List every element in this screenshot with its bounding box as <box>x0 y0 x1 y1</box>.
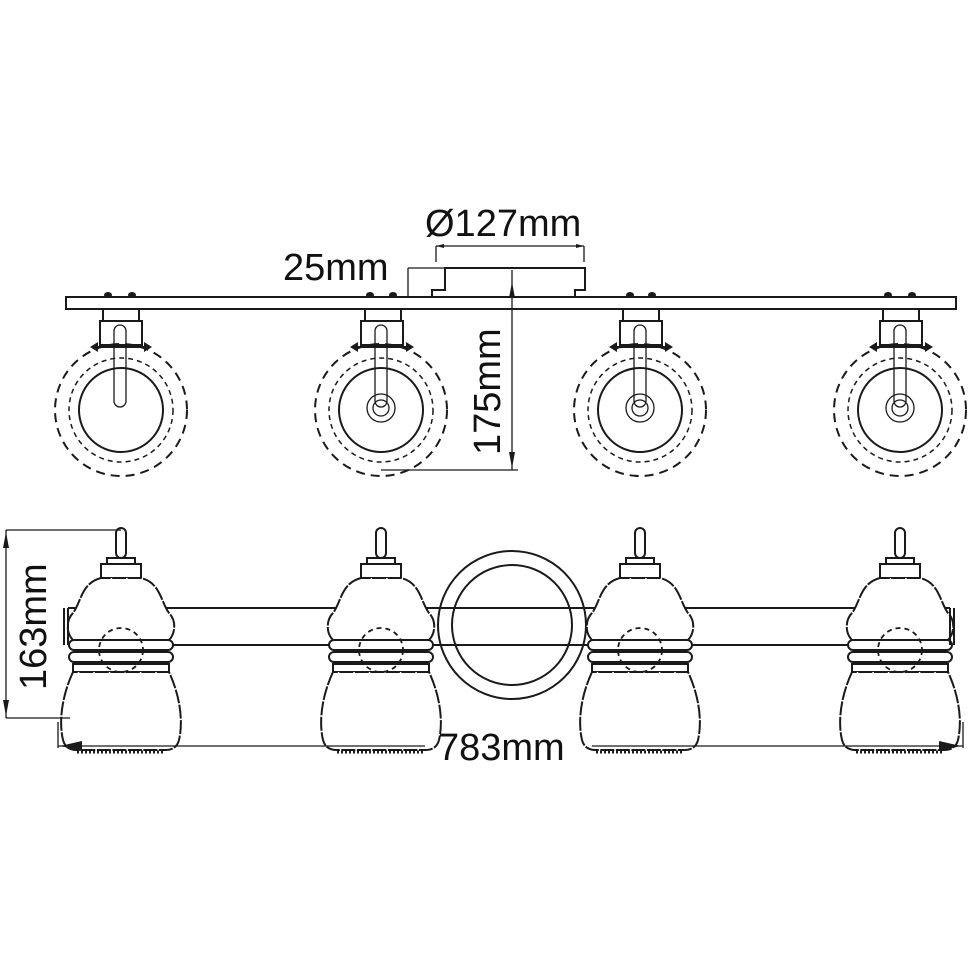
dim-width: 783mm <box>57 722 964 769</box>
front-view: 163mm 783mm <box>3 526 964 769</box>
dim-projection: 175mm <box>381 270 518 471</box>
top-shade-1 <box>54 308 188 477</box>
backplate-outline <box>431 267 586 297</box>
top-bar <box>65 296 957 310</box>
front-shade-4 <box>838 526 962 754</box>
front-shade-3 <box>578 526 702 754</box>
top-view: Ø127mm 25mm 175mm <box>54 203 967 477</box>
dim-backplate-depth: 25mm <box>283 247 585 297</box>
backplate-inner-ring <box>451 564 573 686</box>
backplate-outer-ring <box>437 550 587 700</box>
top-shade-4 <box>833 308 967 477</box>
dim-backplate-diameter: Ø127mm <box>425 203 585 262</box>
top-shade-3 <box>573 308 707 477</box>
top-shade-2 <box>314 308 448 477</box>
height-label: 163mm <box>13 563 55 690</box>
screws <box>104 292 916 298</box>
front-shade-1 <box>59 526 183 754</box>
dim-height: 163mm <box>3 529 121 719</box>
backplate-depth-label: 25mm <box>283 247 389 289</box>
projection-label: 175mm <box>467 328 509 455</box>
width-label: 783mm <box>438 727 565 769</box>
front-shade-2 <box>319 526 443 754</box>
backplate-diameter-label: Ø127mm <box>425 203 581 245</box>
